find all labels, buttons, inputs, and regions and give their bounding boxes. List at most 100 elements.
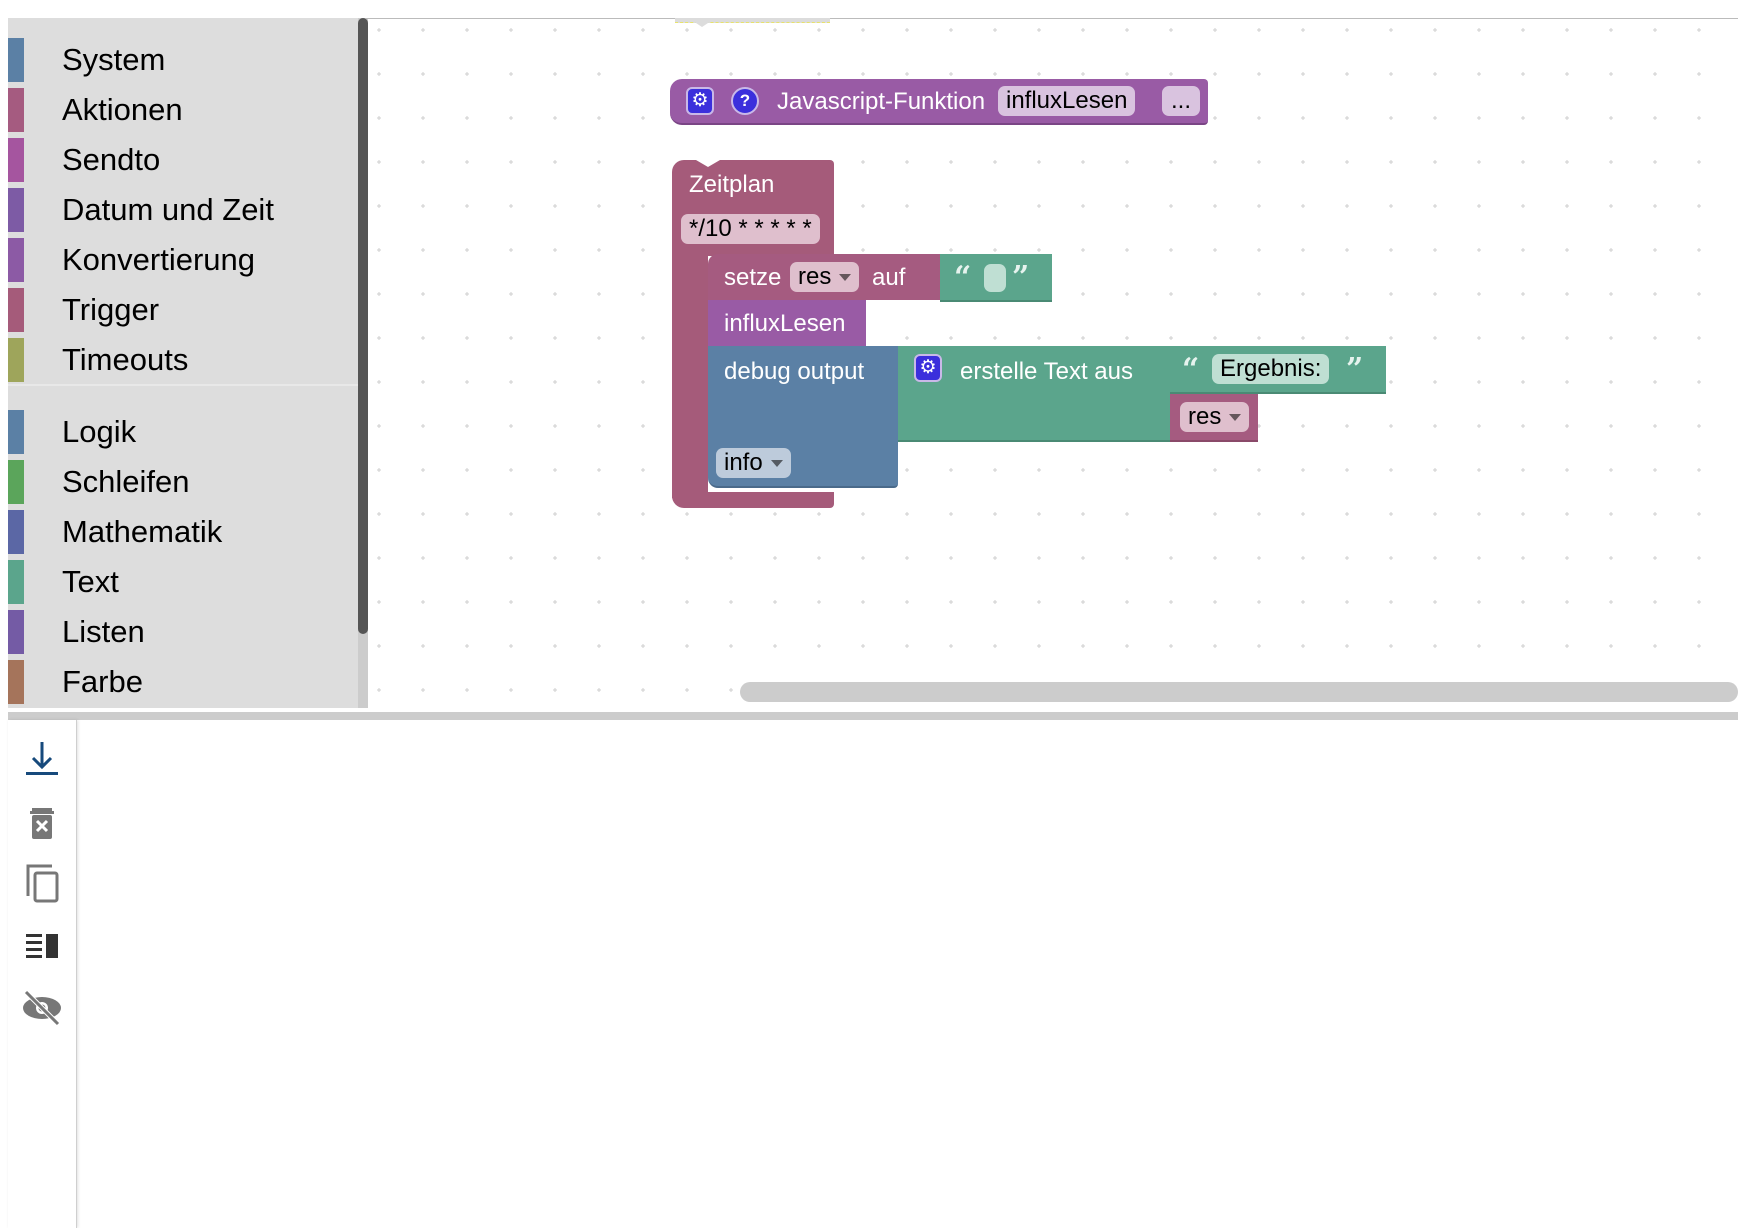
category-color-swatch bbox=[8, 338, 24, 382]
toolbox-category-farbe[interactable]: Farbe bbox=[8, 652, 358, 704]
grid-dot bbox=[1477, 248, 1481, 252]
text-literal-field[interactable]: Ergebnis: bbox=[1212, 354, 1330, 384]
grid-dot bbox=[1301, 292, 1305, 296]
debug-output-block[interactable]: debug output info bbox=[708, 346, 898, 488]
log-message: javascript.0 (213) script.js.common.infl… bbox=[360, 738, 1738, 772]
toolbox-category-trigger[interactable]: Trigger bbox=[8, 280, 358, 332]
set-variable-block[interactable]: setze res auf bbox=[708, 254, 940, 300]
function-definition-block[interactable]: ⚙ ? Javascript-Funktion influxLesen ... bbox=[670, 79, 1208, 125]
toolbox-category-logik[interactable]: Logik bbox=[8, 402, 358, 454]
clear-log-icon[interactable] bbox=[20, 800, 64, 844]
toolbox-category-mathematik[interactable]: Mathematik bbox=[8, 502, 358, 554]
gear-icon[interactable]: ⚙ bbox=[914, 354, 942, 382]
log-severity: info bbox=[274, 1156, 354, 1190]
function-call-block[interactable]: influxLesen bbox=[708, 300, 866, 346]
log-time: 11:27:20.028 bbox=[78, 1080, 270, 1114]
grid-dot bbox=[509, 644, 513, 648]
toolbox-category-aktionen[interactable]: Aktionen bbox=[8, 80, 358, 132]
grid-dot bbox=[1521, 336, 1525, 340]
grid-dot bbox=[861, 556, 865, 560]
cron-expression-field[interactable]: */10 * * * * * bbox=[681, 214, 820, 244]
grid-dot bbox=[1477, 600, 1481, 604]
variable-dropdown[interactable]: res bbox=[790, 262, 860, 292]
help-icon[interactable]: ? bbox=[731, 87, 759, 115]
toolbox-category-konvertierung[interactable]: Konvertierung bbox=[8, 230, 358, 282]
grid-dot bbox=[1169, 512, 1173, 516]
grid-dot bbox=[993, 248, 997, 252]
text-join-label: erstelle Text aus bbox=[960, 358, 1133, 385]
toolbox-category-timeouts[interactable]: Timeouts bbox=[8, 330, 358, 382]
grid-dot bbox=[465, 600, 469, 604]
toolbox-category-system[interactable]: System bbox=[8, 30, 358, 82]
text-literal-block[interactable]: “ Ergebnis: ” bbox=[1170, 346, 1386, 394]
copy-icon[interactable] bbox=[20, 860, 64, 904]
function-more-button[interactable]: ... bbox=[1162, 86, 1200, 116]
empty-text-block[interactable]: “ ” bbox=[940, 254, 1052, 302]
grid-dot bbox=[553, 424, 557, 428]
grid-dot bbox=[1653, 424, 1657, 428]
variable-dropdown[interactable]: res bbox=[1180, 402, 1250, 432]
text-join-block[interactable]: ⚙ erstelle Text aus bbox=[898, 346, 1170, 442]
hide-icon[interactable] bbox=[20, 986, 64, 1030]
grid-dot bbox=[1257, 644, 1261, 648]
log-severity: info bbox=[274, 1042, 354, 1076]
grid-dot bbox=[377, 248, 381, 252]
toolbox-category-text[interactable]: Text bbox=[8, 552, 358, 604]
gear-icon[interactable]: ⚙ bbox=[686, 87, 714, 115]
category-label: Aktionen bbox=[62, 92, 183, 127]
log-level-dropdown[interactable]: info bbox=[716, 448, 791, 478]
toolbox-category-sendto[interactable]: Sendto bbox=[8, 130, 358, 182]
grid-dot bbox=[1477, 28, 1481, 32]
grid-dot bbox=[1257, 28, 1261, 32]
grid-dot bbox=[1697, 380, 1701, 384]
grid-dot bbox=[553, 468, 557, 472]
toolbox-category-datum-und-zeit[interactable]: Datum und Zeit bbox=[8, 180, 358, 232]
grid-dot bbox=[465, 512, 469, 516]
empty-text-field[interactable] bbox=[984, 264, 1006, 292]
grid-dot bbox=[1037, 556, 1041, 560]
log-time: 11:27:00.029 bbox=[78, 928, 270, 962]
grid-dot bbox=[1565, 512, 1569, 516]
debug-output-label: debug output bbox=[724, 358, 865, 385]
panel-resize-handle[interactable] bbox=[8, 712, 1738, 720]
toolbox-category-listen[interactable]: Listen bbox=[8, 602, 358, 654]
grid-dot bbox=[905, 160, 909, 164]
grid-dot bbox=[861, 28, 865, 32]
grid-dot bbox=[1213, 336, 1217, 340]
workspace-horizontal-scrollbar[interactable] bbox=[740, 682, 1738, 702]
scroll-to-bottom-icon[interactable] bbox=[20, 736, 64, 780]
log-time: 11:26:40.035 bbox=[78, 776, 270, 810]
grid-dot bbox=[861, 72, 865, 76]
toggle-columns-icon[interactable] bbox=[20, 924, 64, 968]
grid-dot bbox=[1653, 28, 1657, 32]
toolbox-scrollbar-thumb[interactable] bbox=[358, 18, 368, 634]
grid-dot bbox=[949, 248, 953, 252]
toolbox: System Aktionen Sendto Datum und Zeit Ko… bbox=[8, 18, 360, 708]
grid-dot bbox=[377, 512, 381, 516]
function-name-field[interactable]: influxLesen bbox=[998, 86, 1136, 116]
variable-get-block[interactable]: res bbox=[1170, 394, 1258, 442]
hidden-block-notch bbox=[690, 19, 714, 27]
grid-dot bbox=[949, 468, 953, 472]
grid-dot bbox=[1081, 468, 1085, 472]
grid-dot bbox=[1257, 600, 1261, 604]
toolbox-category-schleifen[interactable]: Schleifen bbox=[8, 452, 358, 504]
grid-dot bbox=[949, 160, 953, 164]
category-color-swatch bbox=[8, 610, 24, 654]
log-message: javascript.0 (213) script.js.common.infl… bbox=[360, 852, 1738, 886]
grid-dot bbox=[1697, 204, 1701, 208]
grid-dot bbox=[421, 556, 425, 560]
